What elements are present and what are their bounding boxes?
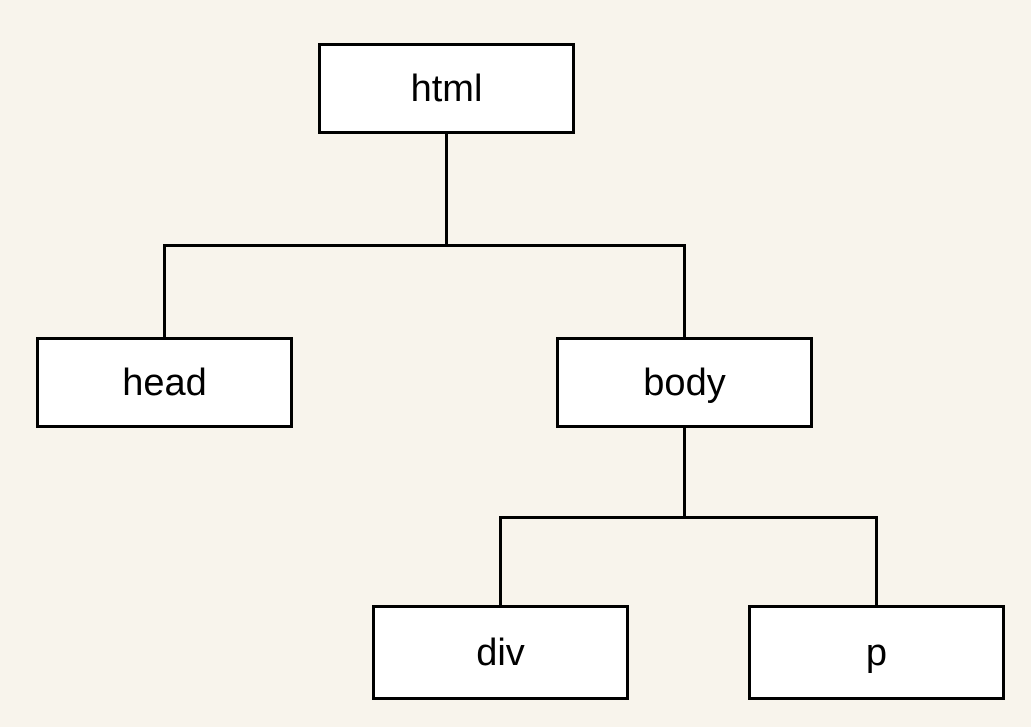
- connector-p-drop: [875, 516, 878, 605]
- connector-level3-rail: [499, 516, 878, 519]
- connector-html-stem: [445, 134, 448, 247]
- tree-node-head: head: [36, 337, 293, 428]
- connector-level2-rail: [163, 244, 686, 247]
- tree-node-html-label: html: [410, 67, 483, 110]
- tree-node-p: p: [748, 605, 1005, 700]
- tree-node-body: body: [556, 337, 813, 428]
- tree-node-div: div: [372, 605, 629, 700]
- tree-node-head-label: head: [122, 361, 207, 404]
- tree-node-body-label: body: [643, 361, 726, 404]
- connector-div-drop: [499, 516, 502, 605]
- tree-node-p-label: p: [865, 631, 888, 674]
- connector-body-stem: [683, 428, 686, 519]
- connector-head-drop: [163, 244, 166, 337]
- connector-body-drop: [683, 244, 686, 337]
- tree-node-div-label: div: [476, 631, 525, 674]
- tree-node-html: html: [318, 43, 575, 134]
